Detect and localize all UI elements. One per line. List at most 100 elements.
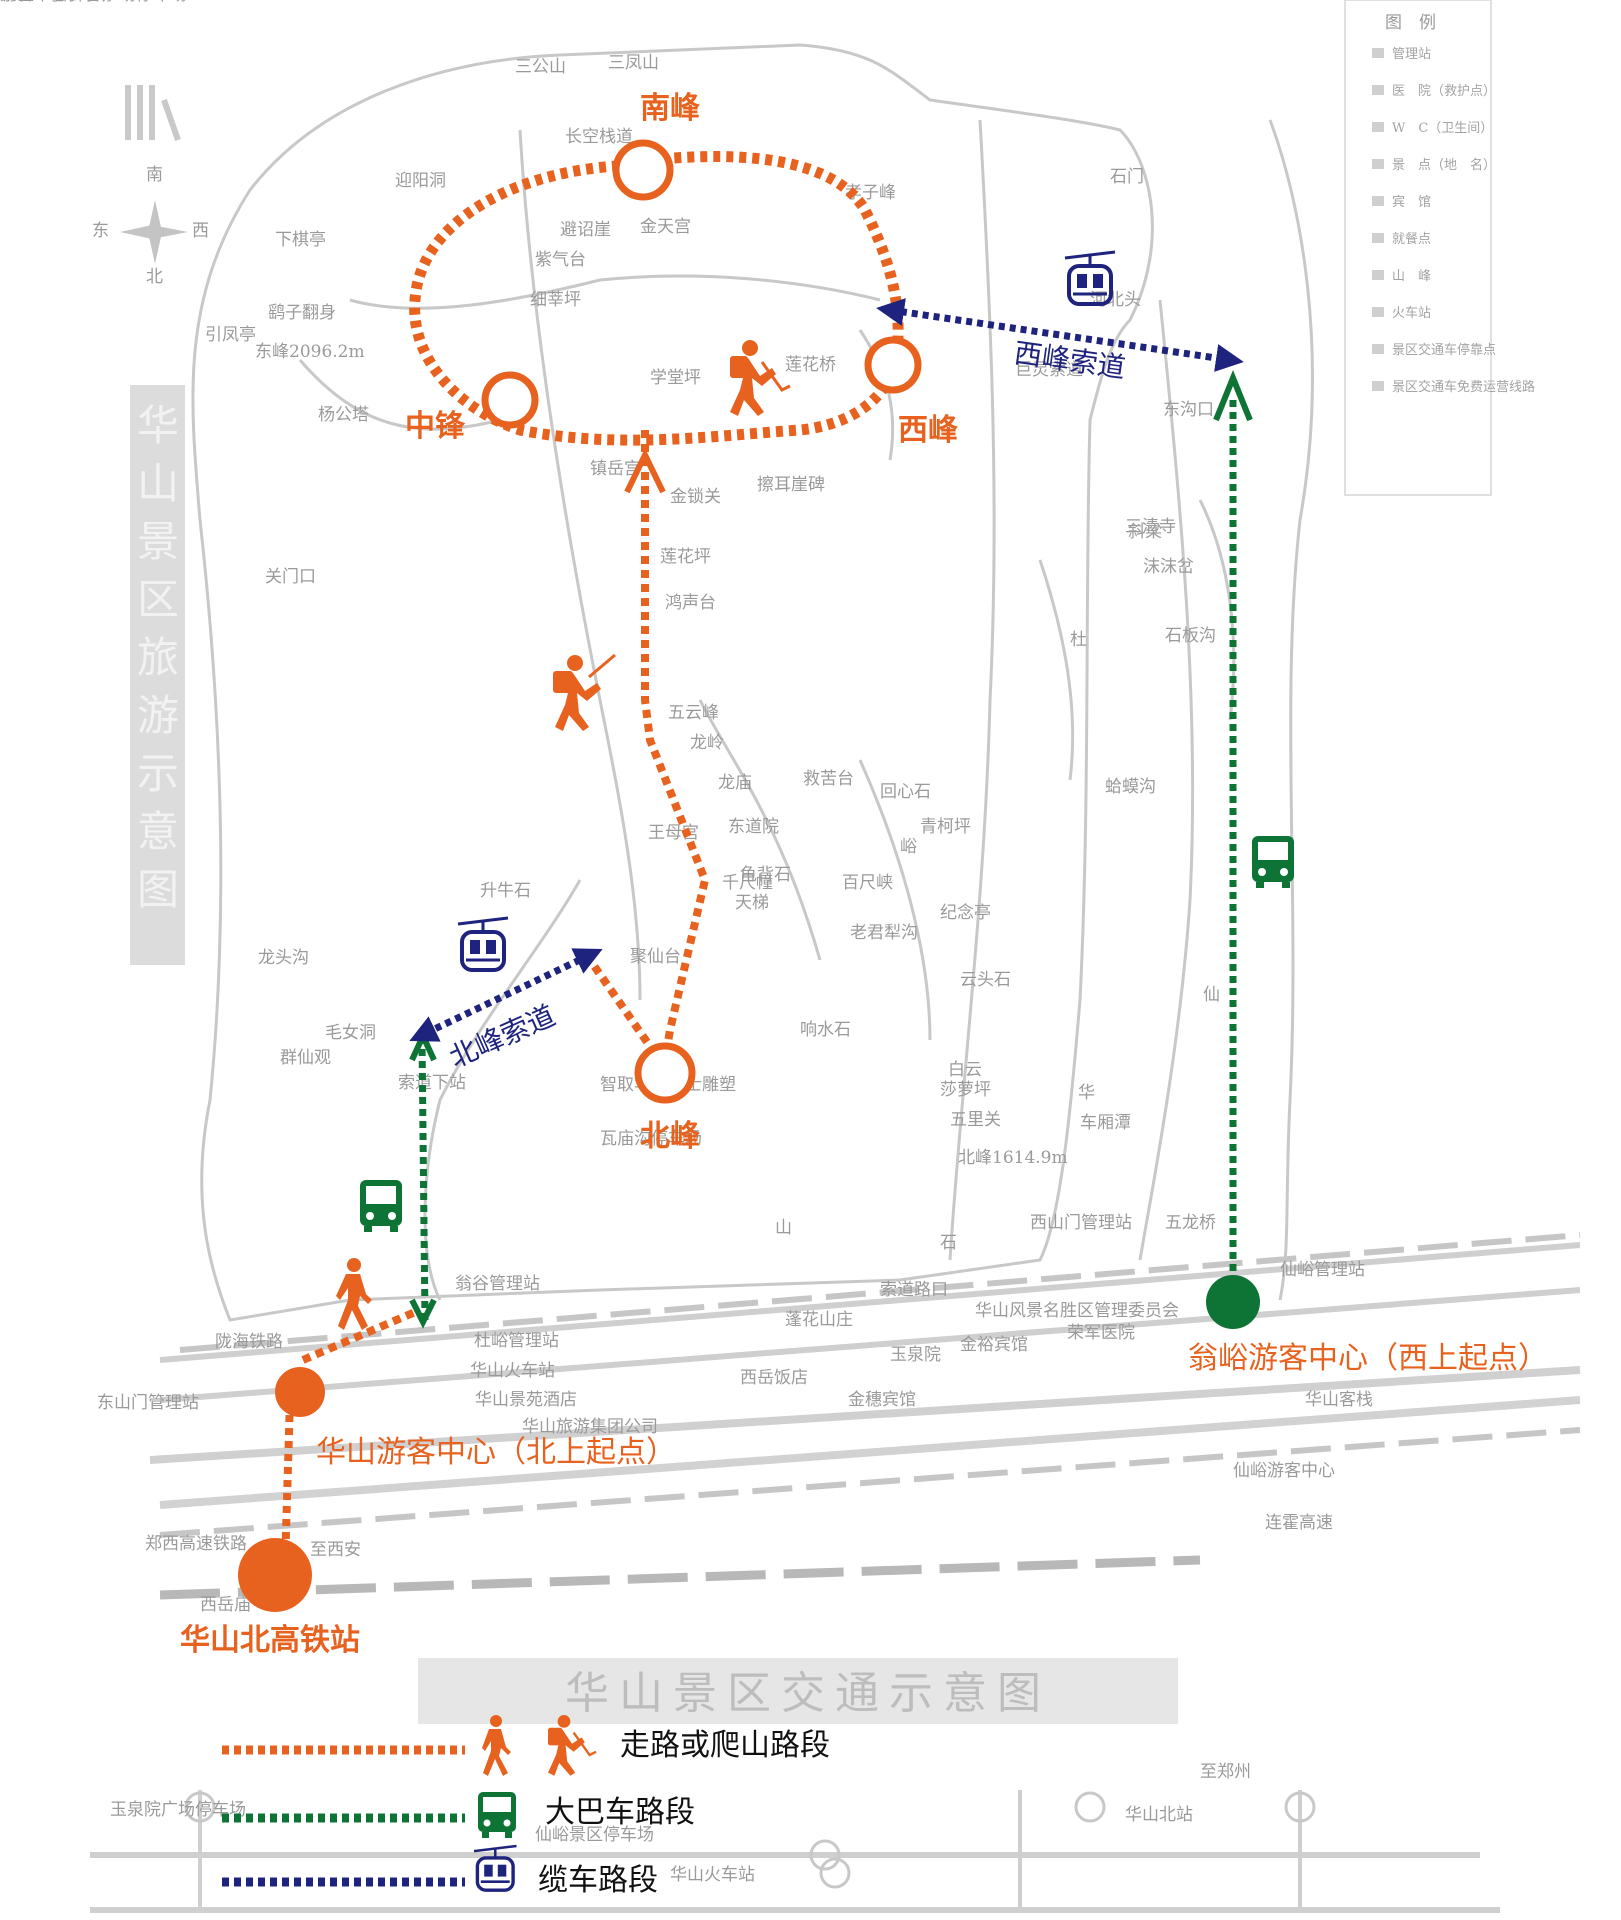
compass: 南 北 东 西 xyxy=(92,85,209,287)
place-name: 华山火车站 xyxy=(470,1361,555,1381)
bus-icon xyxy=(478,1792,516,1838)
place-name: 细莘坪 xyxy=(530,290,581,310)
side-title-char: 图 xyxy=(137,865,179,914)
legend-box-symbol-icon xyxy=(1372,307,1384,317)
place-name: 鸿声台 xyxy=(665,593,716,613)
side-title-char: 区 xyxy=(137,575,179,624)
place-name: 车厢潭 xyxy=(1080,1113,1131,1133)
middle-peak-marker xyxy=(481,371,539,429)
label-wengyu-visitor-center: 翁峪游客中心（西上起点） xyxy=(1188,1341,1548,1376)
place-name: 镇岳宫 xyxy=(590,459,641,479)
place-name: 下棋亭 xyxy=(275,230,326,250)
place-name: 石板沟 xyxy=(1165,626,1216,646)
place-name: 老君犁沟 xyxy=(850,923,918,943)
place-name: 东道院 xyxy=(728,817,779,837)
place-name: 避诏崖 xyxy=(560,220,611,240)
label-north-peak: 北峰 xyxy=(640,1119,700,1154)
compass-north: 南 xyxy=(146,165,163,185)
cable-routes xyxy=(409,298,1244,1042)
base-map xyxy=(191,43,1314,1322)
place-name: 龟背石 xyxy=(740,865,791,885)
place-name: 华山北站 xyxy=(1125,1805,1193,1825)
place-name: 东山门管理站 xyxy=(97,1393,199,1413)
label-west-peak: 西峰 xyxy=(898,413,958,448)
place-name: 云头石 xyxy=(960,970,1011,990)
place-name: 玉泉院广场停车场 xyxy=(110,1800,246,1820)
compass-south: 北 xyxy=(146,267,163,287)
place-name: 索道路口 xyxy=(880,1280,948,1300)
place-name: 五里关 xyxy=(950,1110,1001,1130)
place-name: 游客中心御客广场停车场 xyxy=(0,0,187,5)
place-name: 关门口 xyxy=(265,567,316,587)
place-name: 鹞子翻身 xyxy=(268,303,336,323)
side-title-char: 旅 xyxy=(137,633,179,682)
place-name: 玉泉院 xyxy=(890,1345,941,1365)
place-name: 华山火车站 xyxy=(670,1865,755,1885)
place-name: 西山门管理站 xyxy=(1030,1213,1132,1233)
cable-car-icon xyxy=(473,1844,517,1892)
place-name: 华 xyxy=(1078,1083,1095,1103)
place-name: 杜 xyxy=(1070,630,1087,650)
peak-markers xyxy=(481,139,922,1104)
place-name: 仙峪景区停车场 xyxy=(535,1825,654,1845)
side-title-char: 游 xyxy=(137,691,179,740)
place-name: 峪 xyxy=(900,837,917,857)
wengyu-center-marker xyxy=(1206,1275,1260,1329)
legend-box-item: 景 点（地 名） xyxy=(1392,157,1496,173)
bus-route-north xyxy=(418,1039,429,1321)
place-name: 莲花坪 xyxy=(660,547,711,567)
place-name: 杨公塔 xyxy=(318,405,369,425)
walker-icon xyxy=(482,1715,511,1776)
label-huashan-visitor-center: 华山游客中心（北上起点） xyxy=(316,1435,676,1470)
place-name: 五龙桥 xyxy=(1165,1213,1216,1233)
route-legend: 走路或爬山路段 大巴车路段 缆车路段 xyxy=(222,1715,830,1898)
place-name: 蛤蟆沟 xyxy=(1105,777,1156,797)
bus-routes xyxy=(418,395,1237,1321)
side-title-char: 华 xyxy=(137,401,179,450)
compass-east: 东 xyxy=(92,221,109,241)
place-name: 石 xyxy=(940,1233,957,1253)
legend-cable-label: 缆车路段 xyxy=(538,1863,658,1898)
place-name: 仙峪游客中心 xyxy=(1233,1461,1335,1481)
place-name: 白云 xyxy=(948,1060,982,1080)
place-name: 升牛石 xyxy=(480,881,531,901)
legend-box-symbol-icon xyxy=(1372,122,1384,132)
place-name: 石门 xyxy=(1110,167,1144,187)
hsr-station-marker xyxy=(238,1538,312,1612)
place-name: 斜梁 xyxy=(1128,522,1162,542)
place-name: 三公山 xyxy=(515,57,566,77)
place-name: 龙岭 xyxy=(690,733,724,753)
place-name: 金天宫 xyxy=(640,217,691,237)
legend-box-symbol-icon xyxy=(1372,381,1384,391)
place-name: 响水石 xyxy=(800,1020,851,1040)
place-name: 三清寺 xyxy=(1125,517,1176,537)
place-name: 陇海铁路 xyxy=(215,1332,283,1352)
place-name: 金锁关 xyxy=(670,487,721,507)
place-name: 百尺峡 xyxy=(842,873,893,893)
place-name: 瓦庙沟停车场 xyxy=(600,1129,702,1149)
place-name: 沫沫岔 xyxy=(1143,557,1194,577)
place-name: 回心石 xyxy=(880,782,931,802)
background-place-names: 三公山三凤山长空栈道迎阳洞孝子峰金天宫避诏崖紫气台下棋亭细莘坪鹞子翻身东峰209… xyxy=(0,0,1373,1885)
place-name: 金穗宾馆 xyxy=(848,1390,916,1410)
huashan-center-marker xyxy=(275,1367,325,1417)
label-middle-peak: 中锋 xyxy=(405,409,466,444)
legend-box-symbol-icon xyxy=(1372,196,1384,206)
bus-icon xyxy=(1252,836,1294,888)
legend-box-item: 医 院（救护点） xyxy=(1392,83,1496,99)
legend-box-symbol-icon xyxy=(1372,233,1384,243)
legend-box-item: 管理站 xyxy=(1392,47,1431,62)
south-peak-marker xyxy=(612,139,674,201)
hsr-to-center xyxy=(281,1399,294,1566)
legend-box-symbol-icon xyxy=(1372,48,1384,58)
place-name: 荣军医院 xyxy=(1067,1323,1135,1343)
summit-loop-route xyxy=(409,151,904,446)
place-name: 群仙观 xyxy=(280,1048,331,1068)
place-name: 龙庙 xyxy=(718,773,752,793)
place-name: 天梯 xyxy=(735,893,769,913)
cable-route-west xyxy=(876,298,1244,372)
legend-box-item: 就餐点 xyxy=(1392,231,1431,247)
